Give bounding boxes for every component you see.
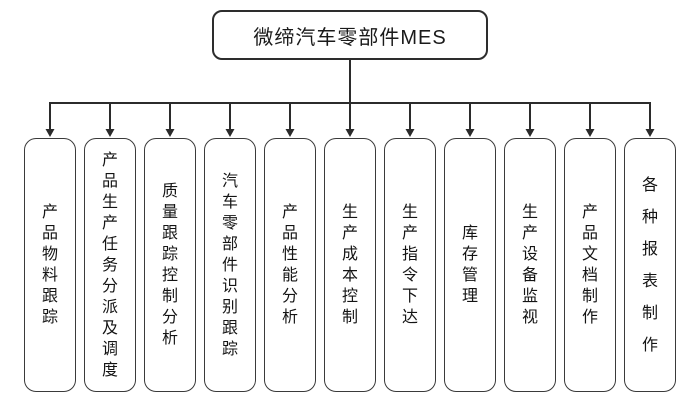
child-node-performance-analysis: 产品性能分析 (264, 138, 316, 392)
child-node-document-creation: 产品文档制作 (564, 138, 616, 392)
child-row: 产品物料跟踪 产品生产任务分派及调度 质量跟踪控制分析 汽车零部件识别跟踪 产品… (24, 138, 676, 392)
root-node: 微缔汽车零部件MES (212, 10, 488, 60)
child-node-cost-control: 生产成本控制 (324, 138, 376, 392)
child-node-report-creation: 各种报表制作 (624, 138, 676, 392)
child-node-material-tracking: 产品物料跟踪 (24, 138, 76, 392)
child-node-equipment-monitoring: 生产设备监视 (504, 138, 556, 392)
child-node-task-dispatch-scheduling: 产品生产任务分派及调度 (84, 138, 136, 392)
child-node-quality-tracking-analysis: 质量跟踪控制分析 (144, 138, 196, 392)
root-node-label: 微缔汽车零部件MES (253, 26, 447, 49)
child-node-parts-identification-tracking: 汽车零部件识别跟踪 (204, 138, 256, 392)
child-node-inventory-management: 库存管理 (444, 138, 496, 392)
child-node-production-order-release: 生产指令下达 (384, 138, 436, 392)
